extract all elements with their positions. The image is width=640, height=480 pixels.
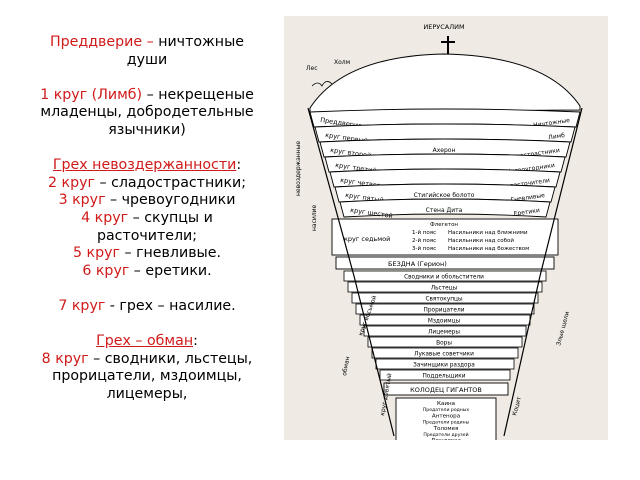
legend-vestibule-head: Преддверие –: [50, 34, 154, 50]
circle7-zone-text-0: Насильники над ближними: [448, 230, 528, 236]
legend-circle1: 1 круг (Лимб) – некрещеные младенцы, доб…: [30, 87, 264, 140]
bolgia-label-2: Святокупцы: [425, 297, 463, 303]
upper-band-mid-6: Стена Дита: [426, 207, 463, 214]
bolgia-row-2: [351, 292, 539, 304]
upper-band-mid-2: Ахерон: [433, 147, 456, 154]
legend-c2-head: 2 круг: [47, 174, 95, 191]
abyss-box: [335, 256, 555, 270]
legend-c8-text: – сводники, льстецы, прорицатели, мздоим…: [52, 350, 253, 402]
legend-c4-head: 4 круг: [81, 209, 129, 226]
cocytus-line-4: Толомея: [433, 426, 459, 432]
side-violence: насилие: [311, 204, 318, 231]
legend-c5-head: 5 круг: [73, 245, 120, 262]
abyss-label: БЕЗДНА (Герион): [388, 260, 447, 268]
bolgia-label-4: Мздоимцы: [428, 319, 461, 325]
upper-band-right-6: Еретики: [513, 207, 540, 218]
cocytus-line-5: Предатели друзей: [423, 431, 468, 438]
legend-c3: 3 круг – чревоугодники: [30, 192, 264, 210]
legend-c3-head: 3 круг: [58, 192, 106, 209]
bolgia-label-7: Лукавые советчики: [414, 352, 474, 358]
legend-c8-head: 8 круг: [41, 350, 89, 367]
legend-c6-text: – еретики.: [129, 262, 212, 279]
legend-c6-head: 6 круг: [82, 262, 130, 279]
cocytus-line-0: Каина: [437, 401, 455, 407]
forest-icon: [311, 81, 333, 87]
bolgia-row-3: [355, 303, 535, 315]
upper-band-right-5: Гневливые: [510, 192, 545, 204]
forest-label: Лес: [306, 65, 318, 72]
legend-c7-head: 7 круг: [58, 297, 106, 314]
circle7-zone-0: 1-й пояс: [412, 229, 436, 236]
bolgia-row-6: [367, 336, 523, 348]
circle7-zone-text-1: Насильники над собой: [448, 237, 514, 244]
legend-c3-text: – чревоугодники: [105, 192, 236, 209]
legend-c6: 6 круг – еретики.: [30, 263, 264, 281]
legend-c5-text: – гневливые.: [119, 245, 221, 262]
earth-dome: [309, 53, 581, 113]
legend-c5: 5 круг – гневливые.: [30, 245, 264, 263]
bolgia-row-1: [347, 281, 543, 293]
legend-fraud-title: Грех – обман:: [30, 333, 264, 351]
legend-c7: 7 круг - грех – насилие.: [30, 298, 264, 316]
legend-vestibule-text: ничтожные души: [126, 34, 244, 68]
jerusalem-label: ИЕРУСАЛИМ: [423, 23, 464, 31]
bolgia-label-9: Поддельщики: [422, 374, 465, 380]
bolgia-label-5: Лицемеры: [428, 330, 460, 336]
legend-c2-text: – сладострастники;: [94, 174, 247, 191]
bolgia-row-5: [363, 325, 527, 337]
legend-fraud-colon: :: [193, 333, 198, 350]
side-incontinence: невоздержанные: [295, 141, 302, 196]
giants-well-label: КОЛОДЕЦ ГИГАНТОВ: [410, 386, 482, 394]
giants-well-box: [383, 382, 509, 396]
legend-vestibule: Преддверие – ничтожные души: [30, 34, 264, 69]
legend-c4-text: – скупцы и расточители;: [96, 209, 213, 244]
bolgia-row-7: [371, 347, 519, 359]
circle7-zone-text-2: Насильники над божеством: [448, 246, 529, 252]
legend-fraud-label: Грех – обман: [96, 333, 194, 350]
legend-incontinence-label: Грех невоздержанности: [52, 157, 237, 174]
cross-icon: [441, 36, 455, 54]
cocytus-line-2: Антенора: [432, 413, 460, 419]
circle7-zone-2: 3-й пояс: [412, 245, 436, 252]
circle7-zone-1: 2-й пояс: [412, 237, 436, 244]
cocytus-line-6: Джудекка: [431, 438, 461, 440]
hill-label: Холм: [334, 59, 350, 66]
bolgia-label-8: Зачинщики раздора: [413, 363, 475, 369]
circle7-label: круг седьмой: [344, 235, 390, 243]
legend-c4: 4 круг – скупцы и расточители;: [30, 210, 264, 245]
legend-incontinence-title: Грех невоздержанности:: [30, 157, 264, 175]
funnel-outline: [307, 107, 583, 437]
bolgia-row-0: [343, 270, 547, 282]
phlegethon-label: Флегетон: [430, 222, 458, 228]
side-cocytus: Коцит: [511, 395, 523, 416]
bolgia-label-6: Воры: [436, 341, 452, 347]
legend-incontinence-colon: :: [236, 157, 242, 174]
bolgia-row-9: [379, 369, 511, 381]
upper-band-6: [339, 198, 551, 218]
upper-band-right-1: Лимб: [548, 132, 566, 141]
cocytus-line-3: Предатели родины: [423, 420, 470, 426]
cocytus-line-1: Предатели родных: [423, 407, 470, 413]
legend-circle1-text: – некрещеные младенцы, добродетельные яз…: [40, 86, 254, 138]
circle7-box: [331, 218, 559, 256]
bolgia-label-1: Льстецы: [431, 286, 458, 292]
legend-c2: 2 круг – сладострастники;: [30, 175, 264, 193]
side-malebolge: Злые щели: [555, 311, 571, 347]
upper-band-mid-5: Стигийское болото: [414, 192, 475, 199]
legend-c8: 8 круг – сводники, льстецы, прорицатели,…: [30, 351, 264, 404]
legend-c7-text: - грех – насилие.: [105, 297, 236, 314]
legend-circle1-head: 1 круг (Лимб): [40, 86, 143, 103]
side-fraud: обман: [341, 356, 351, 376]
bolgia-label-3: Прорицатели: [424, 308, 465, 314]
legend-panel: Преддверие – ничтожные души 1 круг (Лимб…: [30, 34, 264, 403]
bolgia-label-0: Сводники и обольстители: [404, 275, 484, 281]
